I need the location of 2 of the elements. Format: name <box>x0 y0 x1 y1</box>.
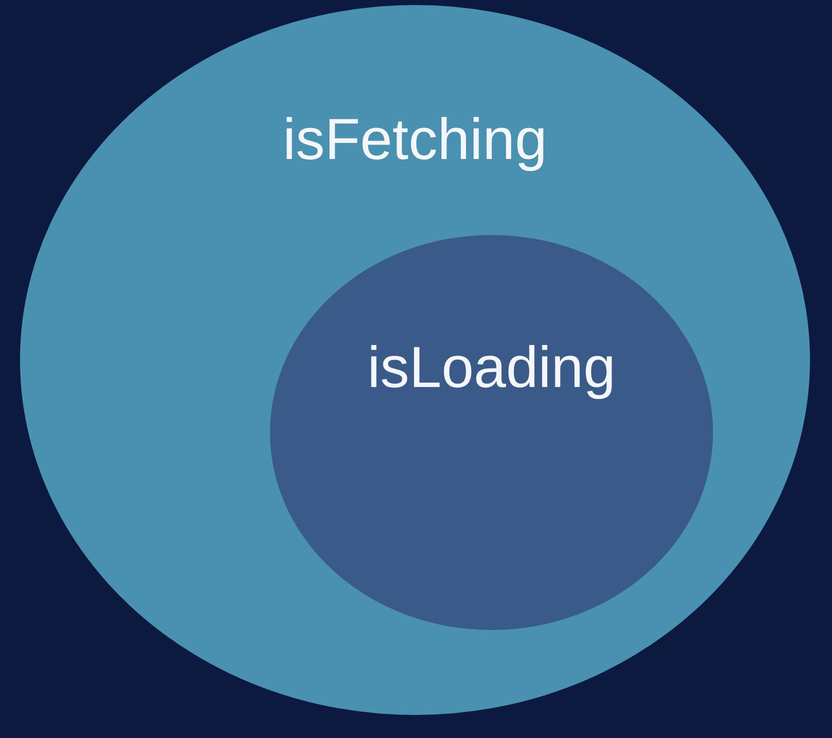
set-label: isLoading <box>366 339 617 397</box>
set-label: isFetching <box>282 111 548 169</box>
